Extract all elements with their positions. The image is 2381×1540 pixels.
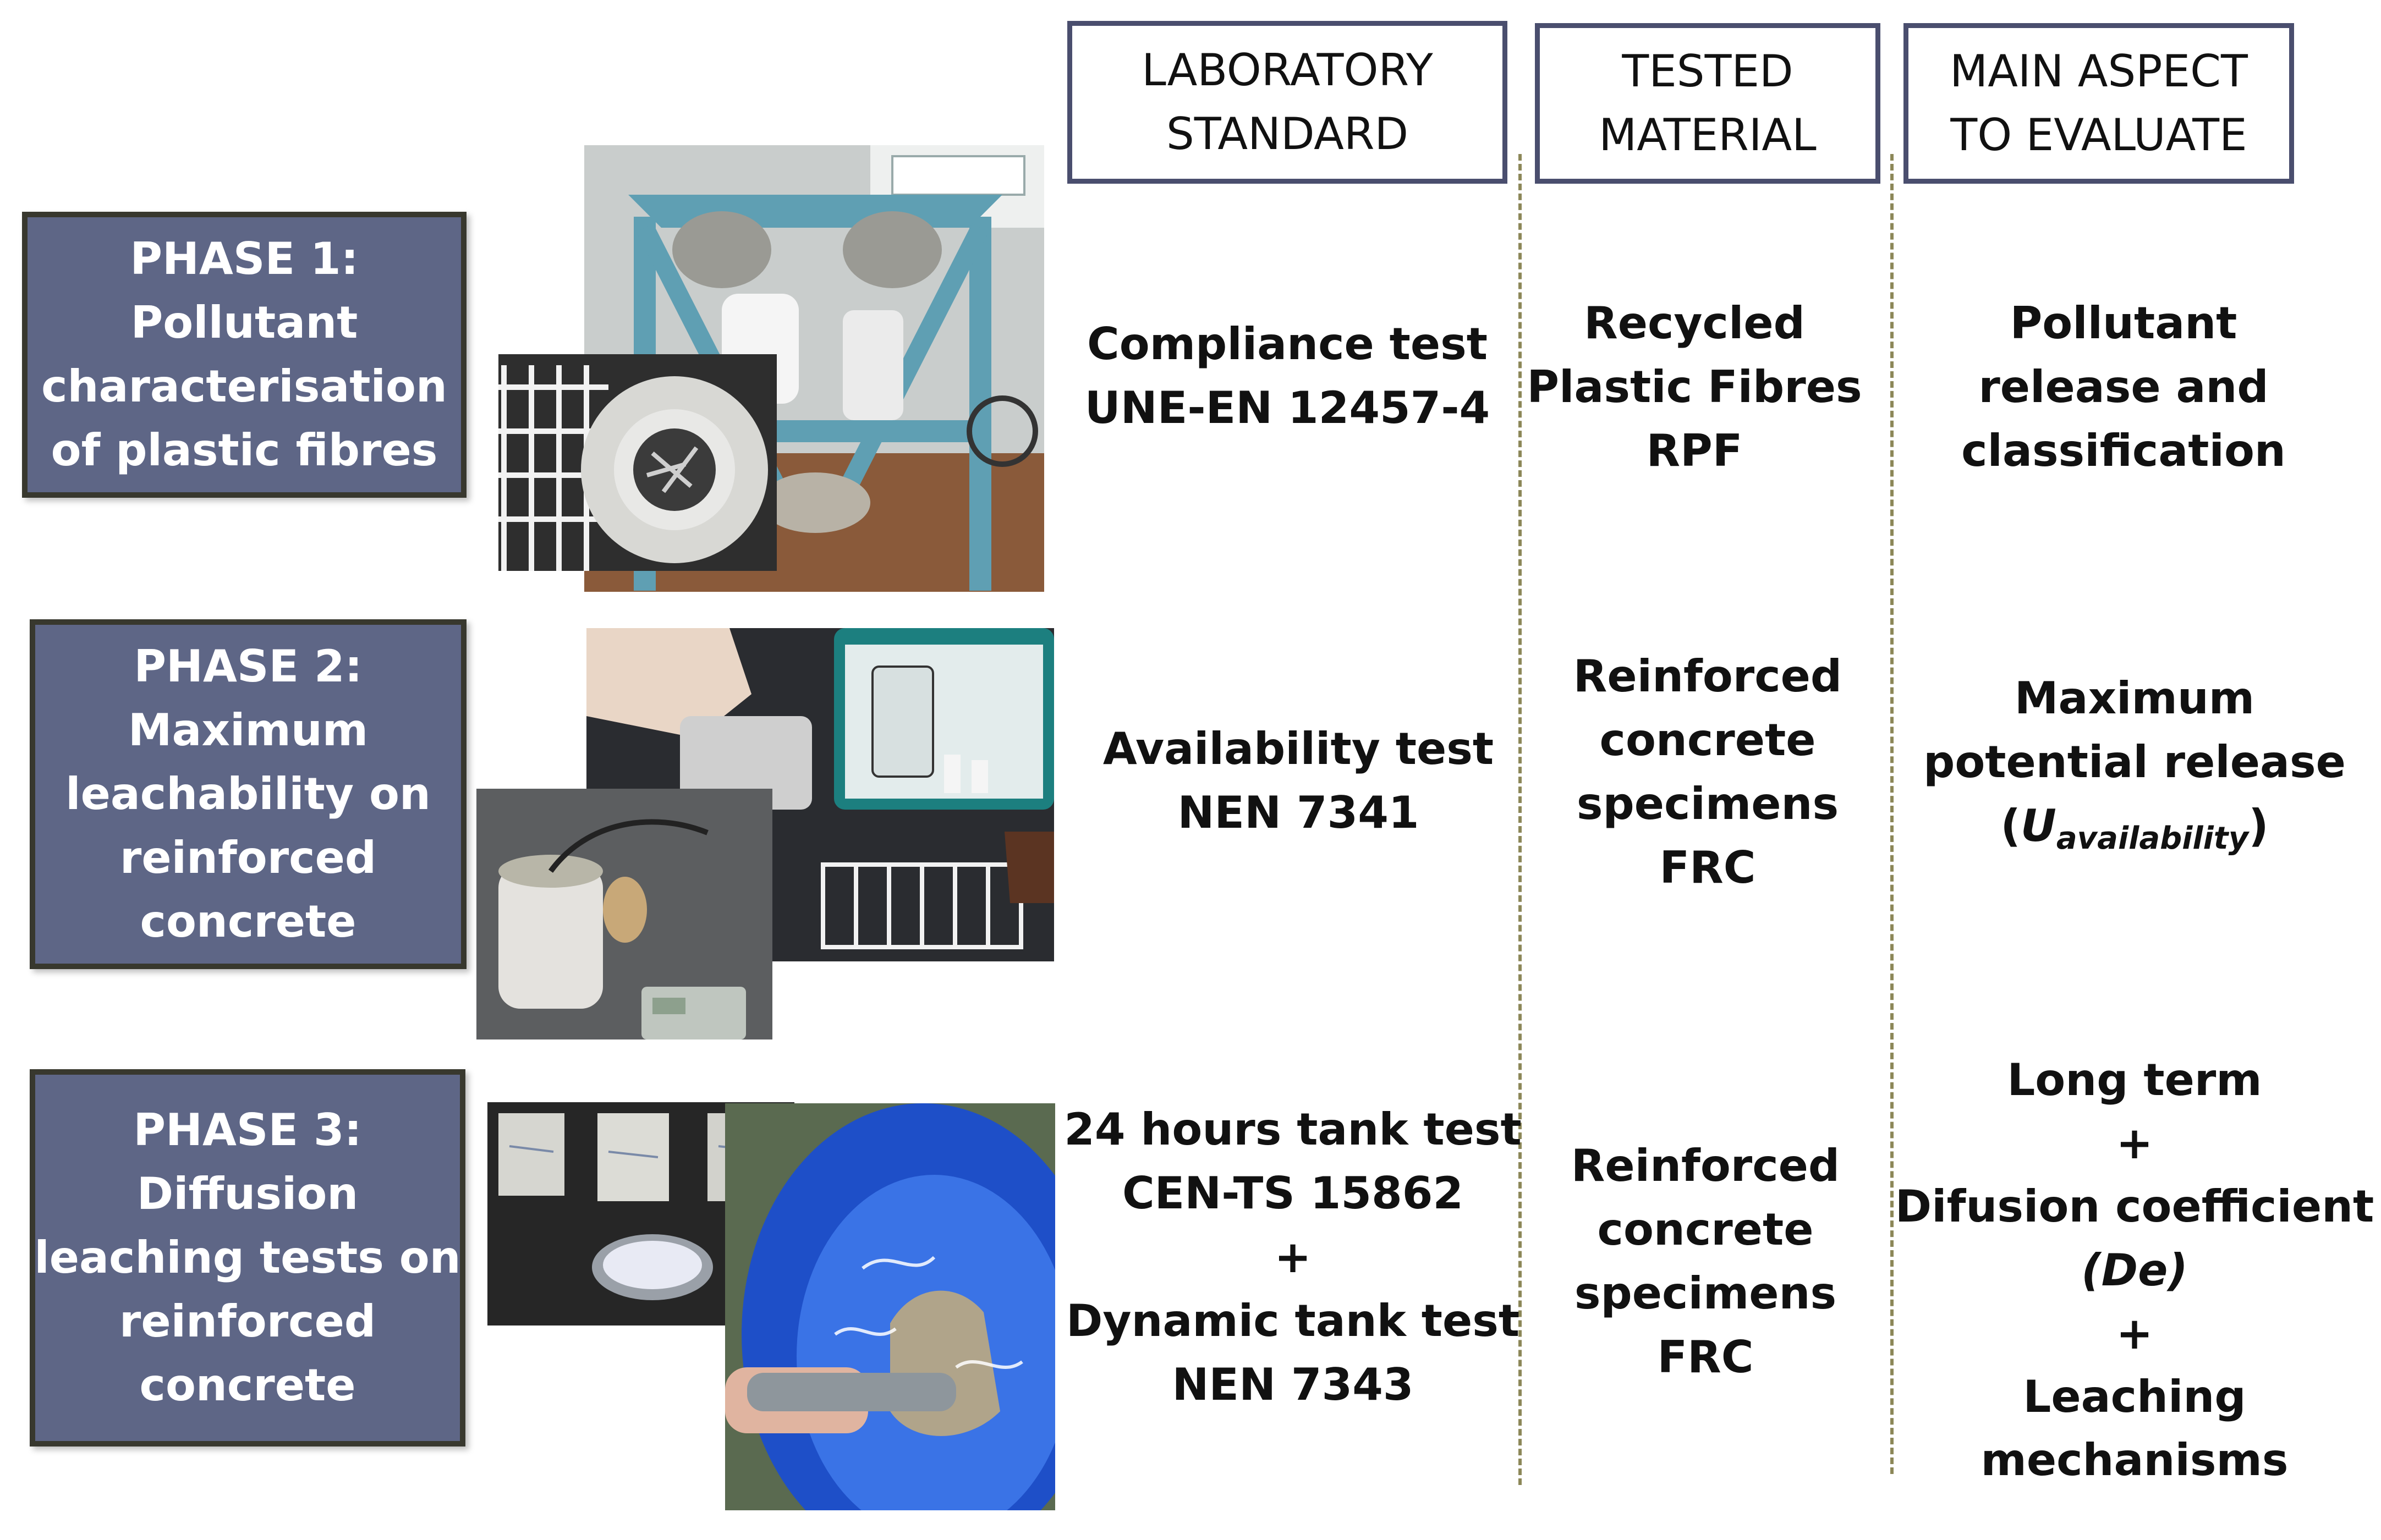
- phase-1-material: Recycled Plastic Fibres RPF: [1527, 292, 1862, 483]
- phase-2-label-line: leachability on: [65, 768, 431, 820]
- phase-3-material: Reinforced concrete specimens FRC: [1535, 1134, 1876, 1389]
- phase-3-aspect-line: Difusion coefficient: [1895, 1181, 2374, 1233]
- header-laboratory-standard: LABORATORY STANDARD: [1067, 21, 1507, 184]
- phase-3-material-line: FRC: [1657, 1332, 1754, 1383]
- phase-3-aspect-line: mechanisms: [1980, 1434, 2289, 1486]
- phase-2-material: Reinforced concrete specimens FRC: [1535, 645, 1880, 900]
- phase-3-label-line: concrete: [139, 1360, 356, 1411]
- phase-3-aspect-line: +: [2116, 1118, 2153, 1169]
- phase-1-standard-line: UNE-EN 12457-4: [1084, 382, 1490, 433]
- phase-2-aspect-symbol: U: [2020, 800, 2056, 851]
- phase-1-photo-bottle-top: [498, 354, 777, 571]
- header-aspect-line-2: TO EVALUATE: [1950, 109, 2247, 161]
- header-standard-line-1: LABORATORY: [1142, 45, 1433, 96]
- phase-1-label-line: Pollutant: [130, 297, 358, 348]
- phase-3-aspect-line: Leaching: [2023, 1371, 2246, 1422]
- phase-3-label-line: leaching tests on: [34, 1232, 461, 1283]
- header-tested-material: TESTED MATERIAL: [1535, 23, 1880, 184]
- divider-material-aspect: [1890, 154, 1894, 1474]
- phase-1-material-line: Plastic Fibres: [1527, 361, 1862, 413]
- phase-2-aspect-line: Maximum: [2014, 673, 2255, 724]
- phase-2-material-line: specimens: [1576, 778, 1839, 829]
- phase-1-material-line: Recycled: [1584, 298, 1805, 349]
- phase-2-aspect-line: potential release: [1923, 736, 2346, 788]
- phase-2-title: PHASE 2:: [134, 641, 363, 692]
- phase-3-aspect-line: Long term: [2007, 1054, 2262, 1106]
- ph-meter-illustration: [476, 789, 772, 1040]
- phase-3-standard-line: Dynamic tank test: [1066, 1295, 1520, 1346]
- phase-2-material-line: FRC: [1659, 842, 1756, 893]
- phase-1-standard: Compliance test UNE-EN 12457-4: [1067, 312, 1507, 440]
- phase-2-aspect-formula: (Uavailability): [2000, 800, 2269, 856]
- phase-1-aspect-line: release and: [1978, 361, 2269, 413]
- shaker-illustration: [584, 145, 1044, 592]
- phase-1-aspect-line: classification: [1961, 425, 2286, 476]
- phase-2-aspect: Maximum potential release (Uavailability…: [1903, 667, 2366, 861]
- phase-3-material-line: concrete: [1597, 1204, 1814, 1255]
- phase-1-aspect-line: Pollutant: [2010, 298, 2237, 349]
- phase-2-material-line: Reinforced: [1573, 651, 1842, 702]
- phase-3-aspect-line: +: [2116, 1307, 2153, 1359]
- phase-3-standard: 24 hours tank test CEN-TS 15862 + Dynami…: [1064, 1098, 1522, 1417]
- phase-3-box: PHASE 3: Diffusion leaching tests on rei…: [30, 1069, 465, 1447]
- phase-2-photo-lab-bench: [586, 628, 1054, 961]
- phase-1-standard-line: Compliance test: [1087, 318, 1488, 370]
- phase-1-material-line: RPF: [1646, 425, 1743, 476]
- phase-2-aspect-subscript: availability: [2056, 821, 2249, 856]
- tank-illustration: [725, 1103, 1055, 1510]
- phase-2-box: PHASE 2: Maximum leachability on reinfor…: [30, 619, 467, 969]
- phase-3-standard-line: NEN 7343: [1172, 1359, 1414, 1410]
- phase-1-box: PHASE 1: Pollutant characterisation of p…: [22, 212, 467, 498]
- phase-1-label-line: characterisation: [41, 361, 447, 412]
- phase-1-aspect: Pollutant release and classification: [1903, 292, 2344, 483]
- bottle-top-illustration: [498, 354, 777, 571]
- header-aspect-line-1: MAIN ASPECT: [1950, 46, 2248, 97]
- phase-2-standard-line: Availability test: [1102, 723, 1494, 774]
- phase-2-label-line: reinforced: [119, 832, 377, 883]
- phase-2-label-line: Maximum: [128, 705, 369, 756]
- phase-3-material-line: Reinforced: [1571, 1140, 1840, 1191]
- phase-3-material-line: specimens: [1574, 1268, 1837, 1319]
- phase-3-photo-tank: [725, 1103, 1055, 1510]
- divider-standard-material: [1518, 154, 1522, 1485]
- phase-2-material-line: concrete: [1599, 714, 1816, 766]
- phase-1-label-line: of plastic fibres: [51, 425, 438, 476]
- phase-2-standard: Availability test NEN 7341: [1067, 717, 1529, 845]
- phase-3-title: PHASE 3:: [133, 1104, 362, 1156]
- phase-2-label-line: concrete: [140, 896, 356, 947]
- phase-2-standard-line: NEN 7341: [1177, 787, 1419, 838]
- phase-3-label-line: Diffusion: [136, 1168, 359, 1219]
- phase-3-standard-line: CEN-TS 15862: [1122, 1168, 1464, 1219]
- phase-3-aspect-line: (De): [2081, 1244, 2188, 1296]
- header-material-line-2: MATERIAL: [1599, 109, 1817, 161]
- header-standard-line-2: STANDARD: [1166, 108, 1409, 160]
- phase-3-label-line: reinforced: [119, 1296, 376, 1347]
- phase-3-standard-line: 24 hours tank test: [1064, 1104, 1522, 1155]
- phase-2-photo-ph-meter: [476, 789, 772, 1040]
- phase-3-aspect: Long term + Difusion coefficient (De) + …: [1895, 1048, 2374, 1492]
- header-material-line-1: TESTED: [1622, 46, 1793, 97]
- header-main-aspect: MAIN ASPECT TO EVALUATE: [1903, 23, 2294, 184]
- phase-3-standard-line: +: [1274, 1231, 1312, 1283]
- phase-1-title: PHASE 1:: [130, 233, 359, 284]
